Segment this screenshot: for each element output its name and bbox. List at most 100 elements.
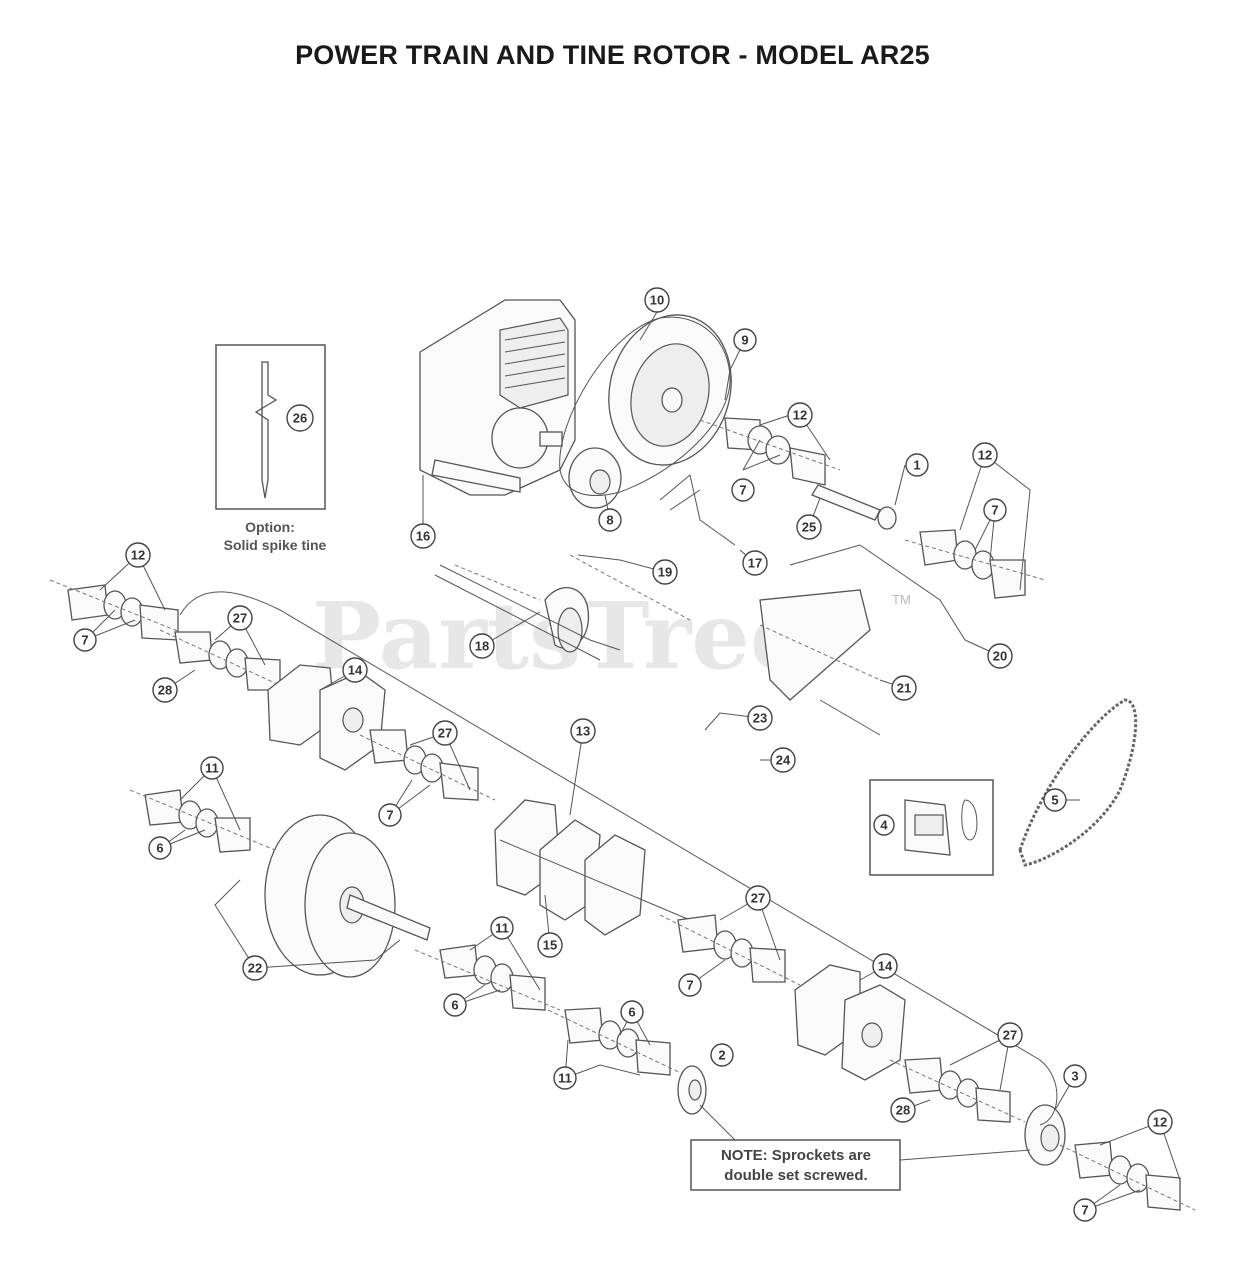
svg-text:27: 27: [751, 891, 765, 906]
engine-part: [419, 299, 576, 496]
callout-11b: 11: [490, 916, 514, 940]
callout-27b: 27: [432, 720, 458, 746]
callout-12b: 12: [972, 442, 998, 468]
svg-text:23: 23: [753, 711, 767, 726]
svg-text:27: 27: [1003, 1028, 1017, 1043]
svg-text:27: 27: [438, 726, 452, 741]
svg-text:15: 15: [543, 938, 557, 953]
callout-27a: 27: [227, 605, 253, 631]
svg-text:14: 14: [878, 959, 893, 974]
svg-text:6: 6: [156, 841, 163, 856]
callout-1: 1: [905, 453, 929, 477]
svg-text:12: 12: [793, 408, 807, 423]
svg-text:17: 17: [748, 556, 762, 571]
svg-text:5: 5: [1051, 793, 1058, 808]
bearing-group-bottom-right: [1059, 1141, 1196, 1211]
svg-text:8: 8: [606, 513, 613, 528]
callout-11a: 11: [200, 756, 224, 780]
note-box: NOTE: Sprockets are double set screwed.: [690, 1104, 1031, 1191]
note-line-1: NOTE: Sprockets are: [721, 1147, 871, 1164]
svg-text:12: 12: [131, 548, 145, 563]
svg-text:16: 16: [416, 529, 430, 544]
wheel-part: [264, 814, 431, 978]
svg-text:2: 2: [718, 1048, 725, 1063]
svg-text:10: 10: [650, 293, 664, 308]
callout-11c: 11: [553, 1066, 577, 1090]
svg-text:1: 1: [913, 458, 920, 473]
svg-text:7: 7: [686, 978, 693, 993]
sprocket-large: [1024, 1104, 1066, 1166]
svg-text:7: 7: [739, 483, 746, 498]
callout-8: 8: [598, 508, 622, 532]
callout-22: 22: [242, 955, 268, 981]
bearing-group-lower-left: [129, 789, 276, 853]
svg-text:22: 22: [248, 961, 262, 976]
svg-text:7: 7: [991, 503, 998, 518]
svg-text:12: 12: [978, 448, 992, 463]
callout-12d: 12: [1147, 1109, 1173, 1135]
callout-7a: 7: [73, 628, 97, 652]
svg-text:28: 28: [896, 1103, 910, 1118]
diagram-title: POWER TRAIN AND TINE ROTOR - MODEL AR25: [295, 40, 930, 70]
drive-belt: [559, 316, 731, 497]
callout-14a: 14: [342, 657, 368, 683]
tine-plates-lower-right: [794, 964, 906, 1081]
callout-28a: 28: [152, 677, 178, 703]
callout-28b: 28: [890, 1097, 916, 1123]
callout-24: 24: [770, 747, 796, 773]
callouts: 1 2 3 4 5 6 6 6 7 7 7 7 7 7 7 8 9 10 11 …: [73, 287, 1173, 1222]
svg-text:11: 11: [205, 761, 219, 776]
svg-text:18: 18: [475, 639, 489, 654]
callout-15: 15: [537, 932, 563, 958]
tine-plates-upper-left: [267, 664, 386, 771]
watermark-tm: TM: [892, 592, 911, 607]
bearing-group-left-second: [159, 629, 291, 691]
option-spike-tine-box: Option: Solid spike tine: [215, 344, 327, 553]
svg-text:3: 3: [1071, 1069, 1078, 1084]
callout-25: 25: [796, 514, 822, 540]
svg-text:11: 11: [558, 1071, 572, 1086]
callout-5: 5: [1043, 788, 1067, 812]
callout-18: 18: [469, 633, 495, 659]
chain-5-part: [1018, 698, 1138, 867]
bearing-group-right-mid: [659, 914, 801, 986]
tension-bracket: [759, 589, 871, 701]
svg-text:7: 7: [1081, 1203, 1088, 1218]
bearing-group-lower-mid-2: [547, 1007, 686, 1076]
svg-text:7: 7: [386, 808, 393, 823]
callout-27d: 27: [997, 1022, 1023, 1048]
svg-text:25: 25: [802, 520, 816, 535]
svg-text:7: 7: [81, 633, 88, 648]
belt-and-pulleys: [559, 314, 732, 509]
bearing-group-far-right: [904, 529, 1046, 599]
svg-text:12: 12: [1153, 1115, 1167, 1130]
callout-17: 17: [742, 550, 768, 576]
bearing-group-lower-mid: [414, 944, 561, 1011]
svg-text:26: 26: [293, 411, 307, 426]
svg-text:6: 6: [628, 1005, 635, 1020]
callout-6a: 6: [148, 836, 172, 860]
callout-7b: 7: [731, 478, 755, 502]
bearing-group-center: [359, 729, 496, 801]
svg-text:13: 13: [576, 724, 590, 739]
svg-text:6: 6: [451, 998, 458, 1013]
callout-20: 20: [987, 643, 1013, 669]
shaft-25-part: [811, 484, 897, 530]
sprocket-small: [677, 1065, 707, 1115]
callout-16: 16: [410, 523, 436, 549]
option-label: Option:: [245, 519, 295, 535]
callout-6b: 6: [443, 993, 467, 1017]
svg-text:14: 14: [348, 663, 363, 678]
callout-14b: 14: [872, 953, 898, 979]
svg-text:9: 9: [741, 333, 748, 348]
callout-19: 19: [652, 559, 678, 585]
callout-3: 3: [1063, 1064, 1087, 1088]
spike-tine-part: [254, 361, 278, 499]
svg-text:19: 19: [658, 565, 672, 580]
svg-text:4: 4: [880, 818, 888, 833]
callout-4: 4: [873, 814, 895, 836]
callout-12a: 12: [787, 402, 813, 428]
callout-7f: 7: [1073, 1198, 1097, 1222]
note-line-2: double set screwed.: [724, 1167, 867, 1184]
